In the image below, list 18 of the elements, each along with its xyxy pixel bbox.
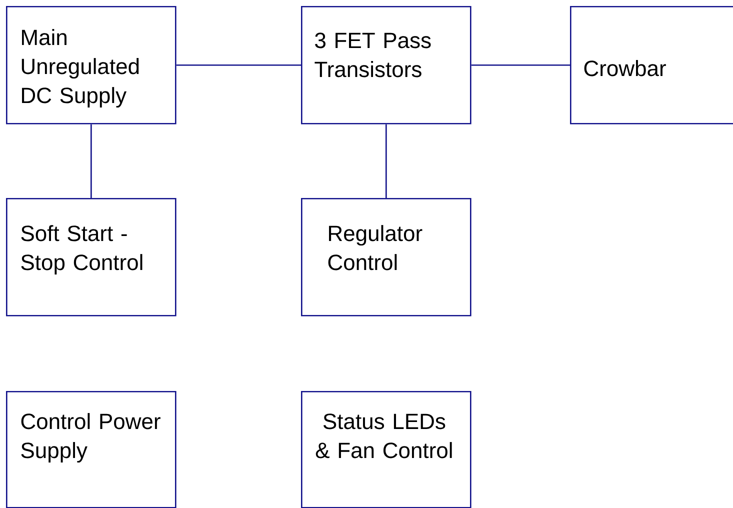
box-label: Soft Start - Stop Control (21, 225, 142, 275)
block-box (6, 390, 176, 508)
block-box (570, 6, 733, 124)
connector-line (386, 124, 387, 198)
box-label: Main Unregulated DC Supply (22, 29, 139, 108)
block-box (6, 6, 176, 124)
box-label: Control Power Supply (21, 413, 160, 463)
connector-line (176, 64, 301, 66)
box-label: Regulator Control (328, 225, 422, 270)
connector-line (90, 124, 92, 198)
box-label: Crowbar (584, 60, 666, 76)
block-box (301, 390, 472, 508)
block-box (6, 198, 176, 316)
connector-line (471, 64, 570, 66)
block-box (301, 198, 472, 316)
block-box (301, 6, 472, 124)
box-label: Status LEDs & Fan Control (316, 414, 452, 458)
box-label: 3 FET Pass Transistors (314, 32, 431, 78)
